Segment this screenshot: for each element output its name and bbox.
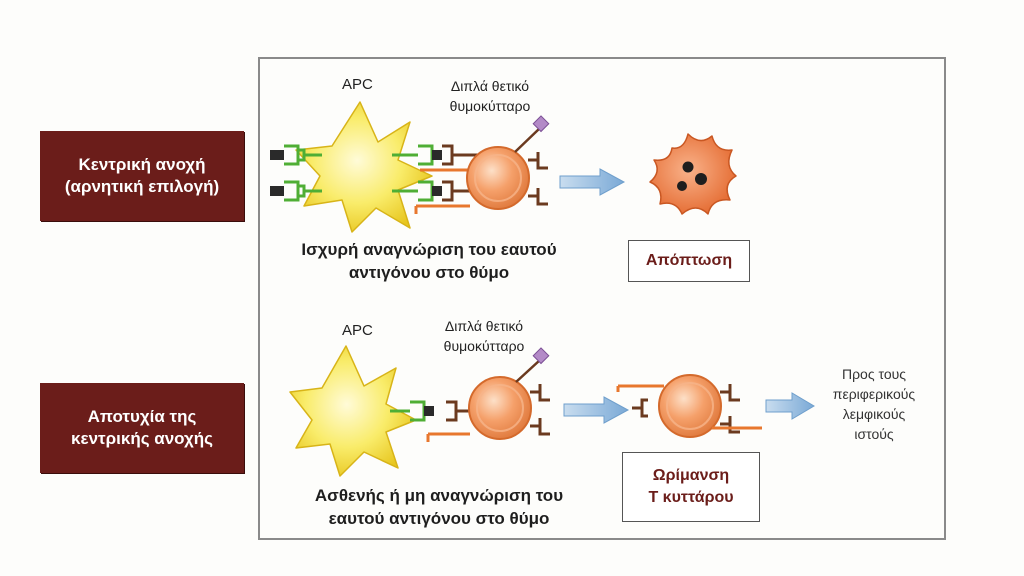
t-cell-maturation-line1: Ωρίμανση [652,467,730,484]
central-tolerance-failure-label: Αποτυχία της κεντρικής ανοχής [40,383,244,473]
thymocyte-label-top-line1: Διπλά θετικό [450,78,530,94]
thymocyte-label-bottom-line2: θυμοκύτταρο [443,338,525,354]
apc-label-top: APC [342,76,373,93]
t-cell-maturation-box: Ωρίμανση Τ κυττάρου [622,452,760,522]
thymocyte-receptors-top [514,115,550,206]
strong-recognition-caption-line2: αντιγόνου στο θύμο [348,263,510,282]
thymocyte-cell-top [466,146,530,210]
mhc-molecule-left-top [270,144,322,202]
weak-recognition-caption-line1: Ασθενής ή μη αναγνώριση του [314,486,564,505]
strong-recognition-caption: Ισχυρή αναγνώριση του εαυτού αντιγόνου σ… [276,238,582,284]
periphery-label-line1: Προς τους [841,366,907,382]
central-tolerance-label-line1: Κεντρική ανοχή [78,155,206,174]
arrow-to-periphery [765,392,815,420]
periphery-label-line2: περιφερικούς [832,386,916,402]
apoptosis-box: Απόπτωση [628,240,750,282]
apc-cell-top [295,101,433,233]
arrow-to-apoptosis [559,168,626,196]
thymocyte-label-bottom: Διπλά θετικό θυμοκύτταρο [422,316,546,356]
apoptosis-label: Απόπτωση [645,252,733,269]
central-tolerance-failure-label-line2: κεντρικής ανοχής [71,429,213,448]
t-cell-maturation-line2: Τ κυττάρου [648,489,734,506]
thymocyte-receptors-bottom [515,347,550,436]
thymocyte-label-bottom-line1: Διπλά θετικό [444,318,524,334]
thymocyte-cell-bottom [468,376,532,440]
periphery-label-line3: λεμφικούς [842,406,906,422]
apoptotic-cell [649,133,737,215]
apc-label-bottom: APC [342,322,373,339]
central-tolerance-failure-label-line1: Αποτυχία της [87,407,197,426]
mature-t-cell [616,374,762,438]
weak-recognition-caption: Ασθενής ή μη αναγνώριση του εαυτού αντιγ… [272,484,606,530]
thymocyte-label-top-line2: θυμοκύτταρο [449,98,531,114]
thymocyte-label-top: Διπλά θετικό θυμοκύτταρο [428,76,552,116]
mhc-tcr-complex-top [392,144,478,214]
central-tolerance-label: Κεντρική ανοχή (αρνητική επιλογή) [40,131,244,221]
periphery-label-line4: ιστούς [854,426,894,442]
strong-recognition-caption-line1: Ισχυρή αναγνώριση του εαυτού [301,240,557,259]
weak-recognition-caption-line2: εαυτού αντιγόνου στο θύμο [328,509,550,528]
arrow-to-maturation [563,396,630,424]
periphery-label: Προς τους περιφερικούς λεμφικούς ιστούς [818,364,930,444]
apc-cell-bottom [289,345,417,477]
central-tolerance-label-line2: (αρνητική επιλογή) [64,177,220,196]
